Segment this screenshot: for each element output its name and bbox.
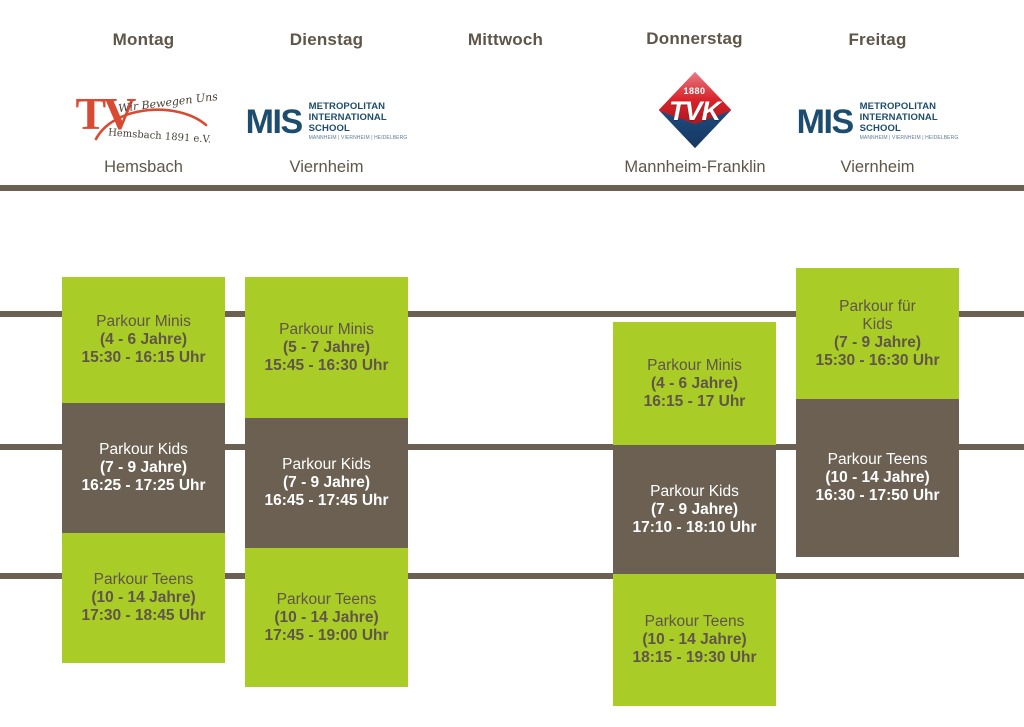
course-block[interactable]: Parkour Minis (5 - 7 Jahre) 15:45 - 16:3… bbox=[245, 277, 408, 418]
divider-row-1 bbox=[0, 311, 1024, 317]
course-age: (10 - 14 Jahre) bbox=[274, 608, 379, 626]
course-time: 17:10 - 18:10 Uhr bbox=[632, 518, 757, 536]
divider-header bbox=[0, 185, 1024, 191]
course-block[interactable]: Parkour Minis (4 - 6 Jahre) 16:15 - 17 U… bbox=[613, 322, 776, 445]
mis-logo-mark: MIS bbox=[796, 103, 854, 141]
logo-slot-freitag: MIS METROPOLITAN INTERNATIONAL SCHOOL MA… bbox=[796, 96, 959, 148]
course-title: Parkour Kids bbox=[99, 441, 188, 458]
course-age: (4 - 6 Jahre) bbox=[650, 374, 738, 392]
divider-row-2 bbox=[0, 444, 1024, 450]
day-header-donnerstag: Donnerstag bbox=[646, 29, 743, 48]
course-time: 17:45 - 19:00 Uhr bbox=[264, 626, 389, 644]
course-time: 15:45 - 16:30 Uhr bbox=[264, 356, 389, 374]
place-label-dienstag: Viernheim bbox=[289, 158, 364, 176]
course-block[interactable]: Parkour Minis (4 - 6 Jahre) 15:30 - 16:1… bbox=[62, 277, 225, 403]
day-header-freitag: Freitag bbox=[848, 30, 907, 49]
course-block[interactable]: Parkour Kids (7 - 9 Jahre) 17:10 - 18:10… bbox=[613, 445, 776, 574]
course-title: Parkour für Kids bbox=[839, 297, 916, 333]
tvk-logo-letters: TVK bbox=[669, 96, 721, 126]
course-block[interactable]: Parkour für Kids (7 - 9 Jahre) 15:30 - 1… bbox=[796, 268, 959, 399]
tvk-logo-diamond bbox=[654, 68, 735, 152]
mis-logo-line3: SCHOOL bbox=[859, 122, 901, 134]
logo-slot-montag: TV Wir Bewegen Uns Hemsbach 1891 e.V. bbox=[62, 90, 225, 152]
course-age: (4 - 6 Jahre) bbox=[99, 331, 187, 348]
course-time: 18:15 - 19:30 Uhr bbox=[632, 649, 757, 666]
mis-logo-line2: INTERNATIONAL bbox=[859, 111, 938, 123]
course-age: (5 - 7 Jahre) bbox=[282, 338, 370, 356]
day-header-dienstag: Dienstag bbox=[289, 30, 364, 49]
course-title: Parkour Minis bbox=[647, 356, 742, 374]
mis-logo-cities: MANNHEIM | VIERNHEIM | HEIDELBERG bbox=[859, 135, 959, 142]
mis-logo-mark: MIS bbox=[245, 103, 303, 141]
course-time: 16:25 - 17:25 Uhr bbox=[81, 477, 206, 494]
tvk-logo-year: 1880 bbox=[683, 86, 706, 96]
mis-logo: MIS METROPOLITAN INTERNATIONAL SCHOOL MA… bbox=[797, 98, 959, 146]
course-time: 16:15 - 17 Uhr bbox=[643, 392, 746, 410]
tv-hemsbach-logo: TV Wir Bewegen Uns Hemsbach 1891 e.V. bbox=[74, 90, 218, 149]
logo-slot-dienstag: MIS METROPOLITAN INTERNATIONAL SCHOOL MA… bbox=[245, 96, 408, 148]
course-title: Parkour Teens bbox=[276, 590, 377, 608]
mis-logo-line2: INTERNATIONAL bbox=[308, 111, 387, 123]
divider-row-3 bbox=[0, 573, 1024, 579]
course-block[interactable]: Parkour Teens (10 - 14 Jahre) 16:30 - 17… bbox=[796, 399, 959, 557]
mis-logo-line1: METROPOLITAN bbox=[859, 101, 937, 113]
mis-logo: MIS METROPOLITAN INTERNATIONAL SCHOOL MA… bbox=[246, 98, 408, 146]
course-title: Parkour Teens bbox=[827, 451, 928, 468]
course-time: 16:45 - 17:45 Uhr bbox=[264, 492, 389, 509]
mis-logo-cities: MANNHEIM | VIERNHEIM | HEIDELBERG bbox=[308, 135, 408, 142]
course-age: (10 - 14 Jahre) bbox=[91, 589, 196, 606]
course-title: Parkour Kids bbox=[282, 456, 371, 473]
course-age: (7 - 9 Jahre) bbox=[282, 474, 370, 491]
tvk-logo: 1880 TVK bbox=[653, 68, 737, 152]
course-title: Parkour Teens bbox=[644, 613, 745, 630]
course-time: 16:30 - 17:50 Uhr bbox=[815, 487, 940, 504]
course-title: Parkour Kids bbox=[650, 482, 739, 500]
mis-logo-wordmark: METROPOLITAN INTERNATIONAL SCHOOL MANNHE… bbox=[309, 102, 408, 141]
day-header-mittwoch: Mittwoch bbox=[467, 30, 544, 49]
course-title: Parkour Teens bbox=[93, 571, 194, 588]
tv-logo-arc bbox=[94, 108, 207, 141]
course-title: Parkour Minis bbox=[96, 313, 191, 330]
logo-slot-donnerstag: 1880 TVK bbox=[613, 68, 776, 152]
course-age: (7 - 9 Jahre) bbox=[650, 500, 738, 518]
course-age: (10 - 14 Jahre) bbox=[825, 469, 930, 486]
place-label-freitag: Viernheim bbox=[840, 158, 915, 176]
course-age: (7 - 9 Jahre) bbox=[99, 459, 187, 476]
course-block[interactable]: Parkour Kids (7 - 9 Jahre) 16:25 - 17:25… bbox=[62, 403, 225, 533]
course-title: Parkour Minis bbox=[279, 320, 374, 338]
place-label-montag: Hemsbach bbox=[104, 158, 183, 176]
mis-logo-line1: METROPOLITAN bbox=[308, 101, 386, 113]
course-block[interactable]: Parkour Teens (10 - 14 Jahre) 18:15 - 19… bbox=[613, 574, 776, 706]
course-block[interactable]: Parkour Teens (10 - 14 Jahre) 17:30 - 18… bbox=[62, 533, 225, 663]
course-age: (10 - 14 Jahre) bbox=[642, 631, 747, 648]
course-time: 15:30 - 16:15 Uhr bbox=[81, 349, 206, 366]
day-header-montag: Montag bbox=[112, 30, 175, 49]
mis-logo-wordmark: METROPOLITAN INTERNATIONAL SCHOOL MANNHE… bbox=[860, 102, 959, 141]
course-block[interactable]: Parkour Teens (10 - 14 Jahre) 17:45 - 19… bbox=[245, 548, 408, 687]
mis-logo-line3: SCHOOL bbox=[308, 122, 350, 134]
course-age: (7 - 9 Jahre) bbox=[833, 333, 921, 351]
course-time: 15:30 - 16:30 Uhr bbox=[815, 351, 940, 369]
place-label-donnerstag: Mannheim-Franklin bbox=[624, 158, 766, 176]
course-time: 17:30 - 18:45 Uhr bbox=[81, 607, 206, 624]
course-block[interactable]: Parkour Kids (7 - 9 Jahre) 16:45 - 17:45… bbox=[245, 418, 408, 548]
